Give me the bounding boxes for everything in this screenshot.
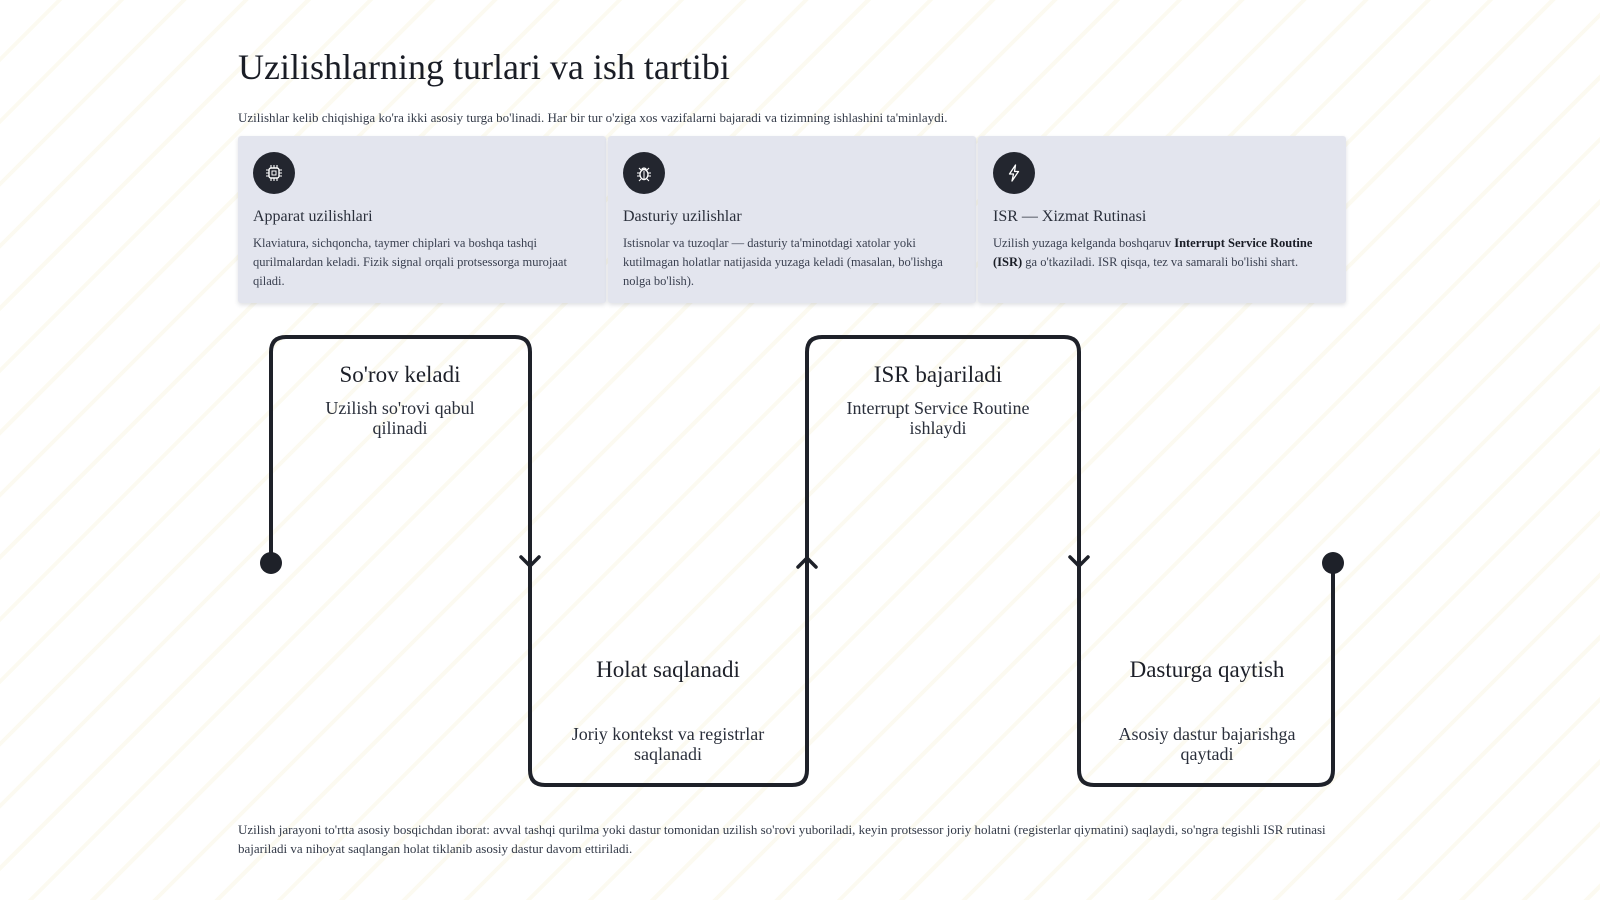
chip-icon bbox=[253, 152, 295, 194]
intro-text: Uzilishlar kelib chiqishiga ko'ra ikki a… bbox=[238, 110, 948, 125]
arrow-down-icon bbox=[1068, 555, 1090, 569]
bug-icon bbox=[623, 152, 665, 194]
step-title-return: Dasturga qaytish bbox=[1129, 657, 1285, 682]
card-text: Istisnolar va tuzoqlar — dasturiy ta'min… bbox=[623, 236, 943, 288]
card-title: ISR — Xizmat Rutinasi bbox=[993, 208, 1147, 225]
card-text: Klaviatura, sichqoncha, taymer chiplari … bbox=[253, 236, 567, 288]
card-text: Uzilish yuzaga kelganda boshqaruv Interr… bbox=[993, 236, 1313, 269]
step-title-isr: ISR bajariladi bbox=[873, 362, 1003, 387]
card-software: Dasturiy uzilishlar Istisnolar va tuzoql… bbox=[608, 136, 976, 303]
card-title: Dasturiy uzilishlar bbox=[623, 208, 742, 225]
page-title: Uzilishlarning turlari va ish tartibi bbox=[238, 47, 730, 87]
start-dot bbox=[260, 552, 282, 574]
step-desc-save: Joriy kontekst va registrlar saqlanadi bbox=[571, 724, 765, 764]
footer-text: Uzilish jarayoni to'rtta asosiy bosqichd… bbox=[238, 822, 1326, 856]
isr-term: Interrupt Service Routine (ISR) bbox=[993, 236, 1313, 269]
step-title-save: Holat saqlanadi bbox=[596, 657, 740, 682]
arrow-down-icon bbox=[519, 555, 541, 569]
card-hardware: Apparat uzilishlari Klaviatura, sichqonc… bbox=[238, 136, 606, 303]
card-isr: ISR — Xizmat Rutinasi Uzilish yuzaga kel… bbox=[978, 136, 1346, 303]
step-desc-return: Asosiy dastur bajarishga qaytadi bbox=[1118, 724, 1296, 764]
lightning-icon bbox=[993, 152, 1035, 194]
end-dot bbox=[1322, 552, 1344, 574]
step-desc-isr: Interrupt Service Routine ishlaydi bbox=[846, 398, 1030, 438]
card-title: Apparat uzilishlari bbox=[253, 208, 373, 225]
step-title-request: So'rov keladi bbox=[339, 362, 461, 387]
interrupt-types: Apparat uzilishlari Klaviatura, sichqonc… bbox=[238, 136, 1362, 303]
step-desc-request: Uzilish so'rovi qabul qilinadi bbox=[325, 398, 475, 438]
arrow-up-icon bbox=[796, 555, 818, 569]
